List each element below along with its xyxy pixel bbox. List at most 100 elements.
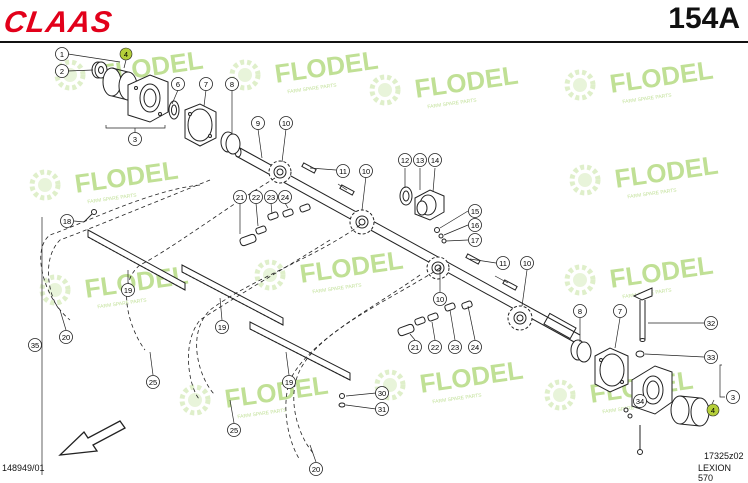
middle-bearing (399, 186, 447, 244)
watermark-text: FLODEL (223, 370, 330, 414)
watermark-text: FLODEL (608, 55, 715, 99)
svg-text:11: 11 (499, 259, 507, 268)
callout-20b: 20 (309, 462, 323, 476)
svg-text:9: 9 (256, 119, 260, 128)
svg-text:35: 35 (31, 341, 39, 350)
sprocket-4 (507, 305, 533, 331)
callout-10c: 10 (520, 256, 534, 270)
watermark-4: FLODEL FARM SPARE PARTS (567, 55, 715, 105)
svg-text:4: 4 (124, 50, 128, 59)
svg-text:21: 21 (411, 343, 419, 352)
svg-text:23: 23 (267, 193, 275, 202)
callout-33: 33 (704, 350, 718, 364)
part-8b-collar (570, 339, 592, 363)
direction-arrow (58, 420, 126, 456)
watermark-text: FLODEL (298, 245, 405, 289)
svg-text:17: 17 (471, 236, 479, 245)
svg-text:10: 10 (362, 167, 370, 176)
callout-35: 35 (28, 338, 42, 352)
bolt-18 (83, 209, 97, 223)
callout-1: 1 (55, 47, 69, 61)
part-7-bearing (168, 100, 180, 120)
watermark-10: FLODEL FARM SPARE PARTS (182, 370, 330, 420)
callout-7b: 7 (613, 304, 627, 318)
slats (87, 229, 351, 381)
callout-10b: 10 (359, 164, 373, 178)
callout-25b: 25 (227, 423, 241, 437)
svg-text:18: 18 (63, 217, 71, 226)
callout-19c: 19 (282, 375, 296, 389)
callout-24a: 24 (278, 190, 292, 204)
svg-text:11: 11 (339, 167, 347, 176)
svg-text:3: 3 (731, 393, 735, 402)
svg-text:4: 4 (711, 406, 715, 415)
callout-34: 34 (633, 394, 647, 408)
watermark-text: FLODEL (273, 45, 380, 89)
callout-21a: 21 (233, 190, 247, 204)
svg-text:22: 22 (252, 193, 260, 202)
svg-text:23: 23 (451, 343, 459, 352)
svg-text:24: 24 (471, 343, 479, 352)
callout-2: 2 (55, 64, 69, 78)
callout-15: 15 (468, 204, 482, 218)
watermark-6: FLODEL FARM SPARE PARTS (572, 150, 720, 200)
callout-20a: 20 (59, 330, 73, 344)
part-4b-ring (670, 395, 710, 427)
callout-21b: 21 (408, 340, 422, 354)
leader-lines (35, 53, 725, 475)
callout-25a: 25 (146, 375, 160, 389)
callout-18: 18 (60, 214, 74, 228)
part-32-pin (632, 287, 653, 342)
callout-11b: 11 (496, 256, 510, 270)
svg-text:14: 14 (431, 156, 439, 165)
callout-10d: 10 (433, 292, 447, 306)
part-collar (220, 131, 241, 155)
svg-text:20: 20 (62, 333, 70, 342)
svg-text:30: 30 (378, 389, 386, 398)
chain-paths (40, 177, 441, 461)
parts-30-31 (338, 393, 346, 408)
watermark-text: FLODEL (413, 60, 520, 104)
callout-17: 17 (468, 233, 482, 247)
svg-text:2: 2 (60, 67, 64, 76)
svg-text:10: 10 (523, 259, 531, 268)
svg-text:32: 32 (707, 319, 715, 328)
svg-text:33: 33 (707, 353, 715, 362)
part-7b-hub (594, 347, 629, 393)
svg-text:1: 1 (60, 50, 64, 59)
footer-model: LEXION 570 (698, 463, 732, 483)
callout-9: 9 (251, 116, 265, 130)
callout-10a: 10 (279, 116, 293, 130)
svg-text:25: 25 (149, 378, 157, 387)
slat-1 (87, 229, 186, 291)
sprocket-3 (426, 256, 450, 280)
callout-22b: 22 (428, 340, 442, 354)
part-8-hub (184, 103, 217, 147)
watermark-5: FLODEL FARM SPARE PARTS (32, 155, 180, 205)
svg-text:15: 15 (471, 207, 479, 216)
footer-right-code: 17325z02 (704, 451, 744, 461)
callouts: 1 2 4 6 7 8 3 9 10 11 10 12 13 14 15 16 … (28, 47, 740, 476)
part-2-nut (91, 61, 108, 79)
part-flange-right (631, 365, 673, 415)
callout-8b: 8 (573, 304, 587, 318)
sprocket-1 (268, 160, 292, 184)
callout-3: 3 (128, 132, 142, 146)
callout-23a: 23 (264, 190, 278, 204)
svg-text:19: 19 (124, 286, 132, 295)
svg-text:8: 8 (578, 307, 582, 316)
callout-22a: 22 (249, 190, 263, 204)
watermark-text: FLODEL (608, 250, 715, 294)
callout-4-badge: 4 (119, 47, 133, 61)
svg-text:16: 16 (471, 221, 479, 230)
slat-3 (249, 321, 351, 381)
callout-4b-badge: 4 (706, 403, 720, 417)
callout-13: 13 (413, 153, 427, 167)
watermark-11: FLODEL FARM SPARE PARTS (377, 355, 525, 405)
svg-text:3: 3 (133, 135, 137, 144)
watermark-7: FLODEL FARM SPARE PARTS (42, 260, 190, 310)
svg-text:10: 10 (436, 295, 444, 304)
svg-text:7: 7 (204, 80, 208, 89)
svg-text:8: 8 (230, 80, 234, 89)
